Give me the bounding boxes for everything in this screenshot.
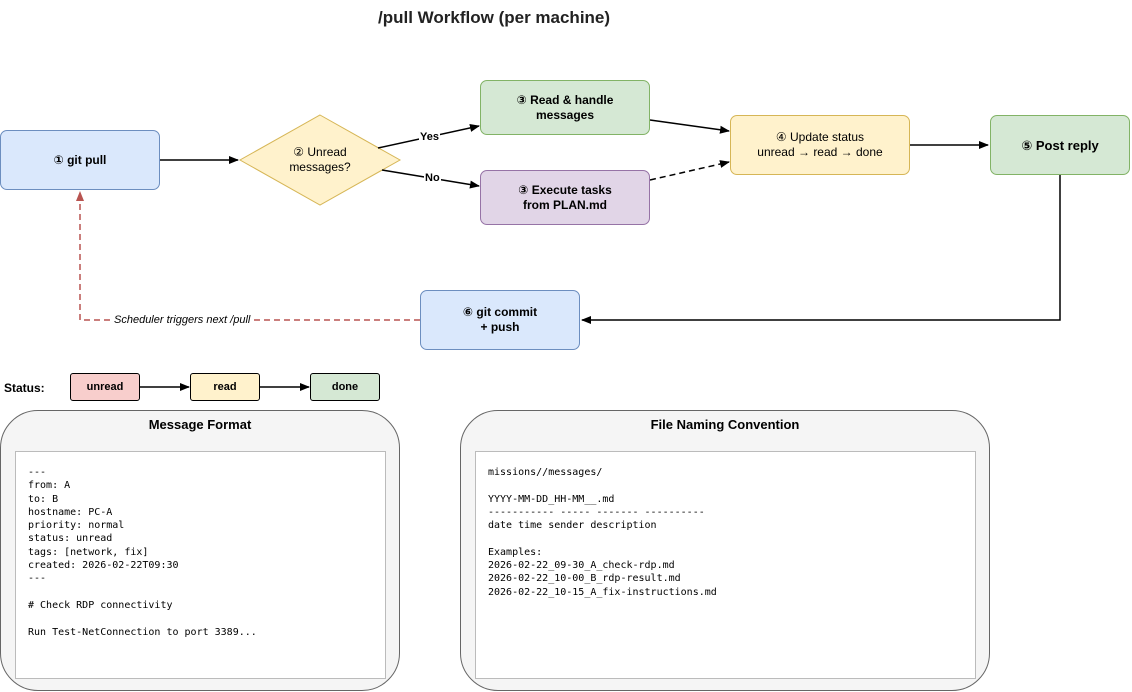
node-update-status: ④ Update status unread → read → done bbox=[730, 115, 910, 175]
edge-label-yes: Yes bbox=[419, 131, 440, 143]
file-naming-code: missions//messages/ YYYY-MM-DD_HH-MM__.m… bbox=[475, 451, 976, 679]
status-pill-done-text: done bbox=[331, 381, 359, 393]
node-unread-messages-label: ② Unread messages? bbox=[289, 145, 351, 174]
file-naming-panel: File Naming Convention missions//message… bbox=[460, 410, 990, 691]
node-execute-tasks: ③ Execute tasks from PLAN.md bbox=[480, 170, 650, 225]
node-read-handle: ③ Read & handle messages bbox=[480, 80, 650, 135]
edge-read-to-update bbox=[649, 119, 730, 134]
node-git-pull-label: ① git pull bbox=[53, 152, 107, 167]
node-git-commit-label: ⑥ git commit + push bbox=[462, 305, 538, 334]
edge-label-loop: Scheduler triggers next /pull bbox=[113, 314, 252, 326]
node-git-pull: ① git pull bbox=[0, 130, 160, 190]
status-pill-unread-text: unread bbox=[86, 381, 124, 393]
edge-post-to-commit bbox=[581, 175, 1061, 324]
message-format-panel: Message Format --- from: A to: B hostnam… bbox=[0, 410, 400, 691]
edge-loop-back bbox=[76, 191, 420, 321]
node-execute-tasks-label: ③ Execute tasks from PLAN.md bbox=[518, 182, 612, 212]
node-git-commit: ⑥ git commit + push bbox=[420, 290, 580, 350]
node-post-reply: ⑤ Post reply bbox=[990, 115, 1130, 175]
decision-diamond bbox=[238, 114, 402, 206]
edge-label-no: No bbox=[424, 172, 441, 184]
status-pill-read: read bbox=[190, 373, 260, 401]
status-legend-label: Status: bbox=[4, 381, 45, 395]
diagram-title: /pull Workflow (per machine) bbox=[378, 8, 611, 27]
status-pill-unread: unread bbox=[70, 373, 140, 401]
file-naming-title: File Naming Convention bbox=[650, 417, 800, 432]
node-post-reply-label: ⑤ Post reply bbox=[1021, 137, 1099, 153]
status-pill-done: done bbox=[310, 373, 380, 401]
node-read-handle-label: ③ Read & handle messages bbox=[516, 92, 614, 122]
node-update-status-label: ④ Update status unread → read → done bbox=[757, 130, 883, 159]
message-format-code: --- from: A to: B hostname: PC-A priorit… bbox=[15, 451, 386, 679]
status-pill-read-text: read bbox=[213, 381, 237, 393]
message-format-title: Message Format bbox=[148, 417, 252, 432]
edge-execute-to-update bbox=[649, 160, 730, 181]
